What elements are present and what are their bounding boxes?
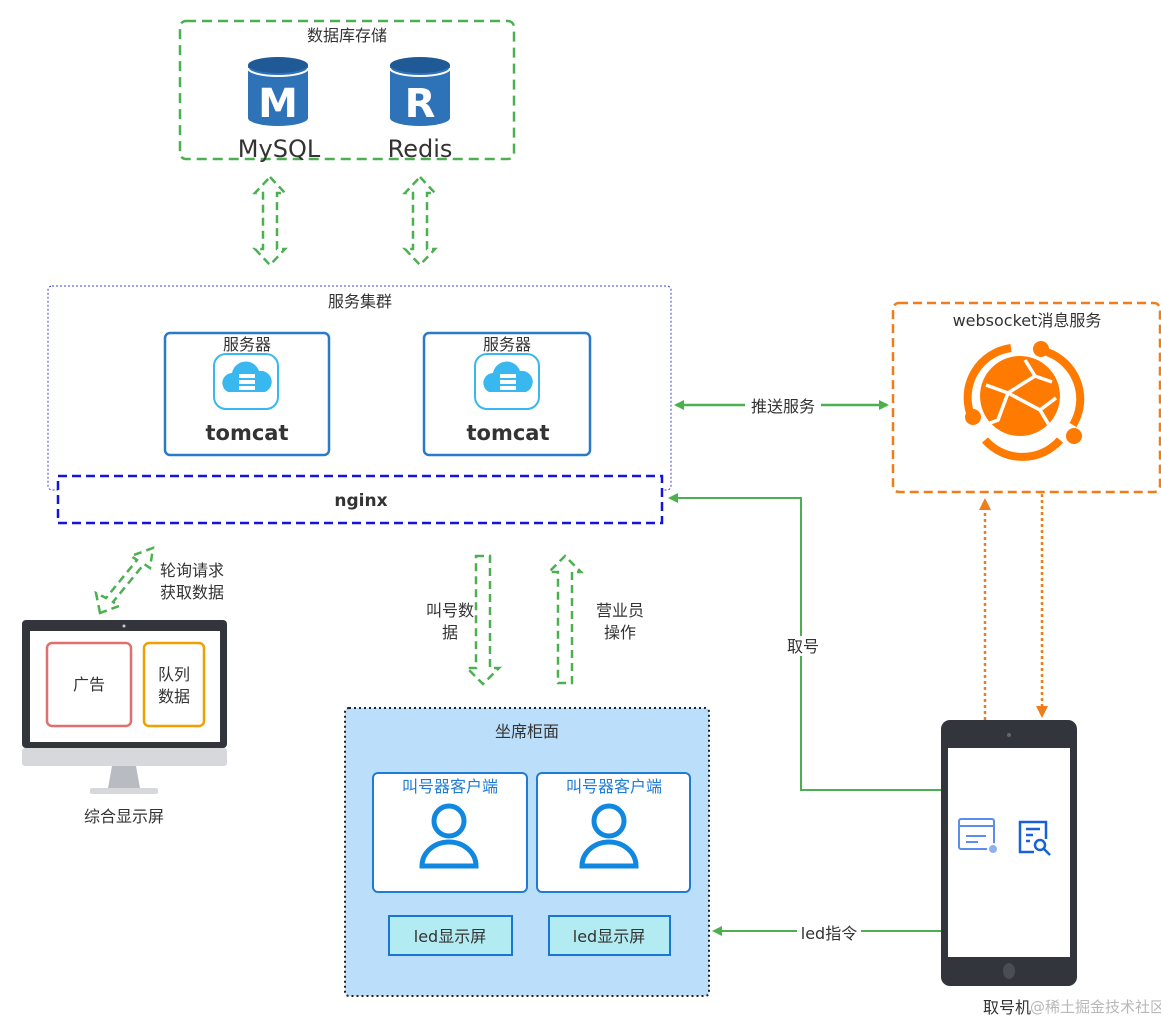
- ticket-kiosk: 取号机 @稀土掘金技术社区: [941, 720, 1161, 1017]
- ad-panel: [45, 641, 133, 728]
- user-icon: [419, 803, 479, 869]
- cloud-server-icon: [474, 353, 540, 410]
- cloud-server-icon: [213, 353, 279, 410]
- user-icon: [579, 803, 639, 869]
- form-user-icon: [958, 818, 999, 855]
- service-counter: 坐席柜面 叫号器客户端 叫号器客户端 led显示屏 led显示屏: [344, 707, 710, 997]
- led-display-box: [388, 915, 513, 956]
- led-command-label: led指令: [801, 924, 857, 943]
- storage-group: 数据库存储 M MySQL R Redis: [178, 19, 516, 163]
- kiosk-title: 取号机: [983, 998, 1031, 1017]
- call-data-label-line1: 叫号数: [426, 601, 474, 620]
- client-title: 叫号器客户端: [402, 777, 498, 796]
- queue-panel: [142, 641, 206, 728]
- redis-double-arrow: [402, 175, 438, 267]
- push-label: 推送服务: [751, 397, 815, 416]
- ad-label: 广告: [73, 675, 105, 694]
- nginx-box: [56, 474, 664, 525]
- client-title: 叫号器客户端: [566, 777, 662, 796]
- poll-label-line1: 轮询请求: [160, 561, 224, 580]
- queue-label-line2: 数据: [158, 687, 190, 706]
- led-display-box: [548, 915, 671, 956]
- led-label: led显示屏: [414, 927, 486, 946]
- led-label: led显示屏: [573, 927, 645, 946]
- redis-label: Redis: [388, 135, 453, 163]
- websocket-title: websocket消息服务: [953, 311, 1102, 330]
- storage-title: 数据库存储: [307, 26, 387, 45]
- cluster-title: 服务集群: [328, 292, 392, 311]
- poll-label-line2: 获取数据: [160, 583, 224, 602]
- counter-title: 坐席柜面: [495, 722, 559, 741]
- clerk-up-arrow: [545, 554, 585, 685]
- caller-client-box: 叫号器客户端: [536, 772, 691, 893]
- watermark: @稀土掘金技术社区: [1030, 998, 1161, 1016]
- take-number-label: 取号: [787, 637, 819, 656]
- clerk-label-line2: 操作: [604, 623, 636, 642]
- server-box: 服务器 tomcat: [422, 331, 592, 457]
- server-name: tomcat: [205, 421, 288, 445]
- display-title: 综合显示屏: [84, 807, 164, 826]
- call-data-down-arrow: [463, 554, 503, 686]
- caller-client-box: 叫号器客户端: [372, 772, 528, 893]
- server-title: 服务器: [223, 335, 271, 354]
- server-name: tomcat: [466, 421, 549, 445]
- document-search-icon: [1018, 820, 1051, 856]
- service-cluster: 服务集群 服务器 tomcat 服务器 tomcat nginx: [47, 285, 672, 525]
- svg-text:M: M: [258, 81, 298, 127]
- queue-label-line1: 队列: [158, 665, 190, 684]
- call-data-label-line2: 据: [442, 623, 458, 642]
- mysql-database-icon: M: [247, 57, 309, 127]
- globe-network-icon: [963, 341, 1085, 461]
- redis-database-icon: R: [389, 57, 451, 127]
- svg-text:R: R: [405, 81, 436, 127]
- clerk-label-line1: 营业员: [596, 601, 644, 620]
- mysql-double-arrow: [252, 175, 288, 267]
- server-title: 服务器: [483, 335, 531, 354]
- nginx-label: nginx: [334, 491, 387, 511]
- server-box: 服务器 tomcat: [163, 331, 331, 457]
- composite-display: 广告 队列 数据 综合显示屏: [22, 620, 227, 826]
- websocket-service: websocket消息服务: [891, 301, 1161, 494]
- db-sync-arrows: [252, 175, 438, 267]
- poll-double-arrow: [94, 546, 155, 615]
- mysql-label: MySQL: [238, 135, 321, 163]
